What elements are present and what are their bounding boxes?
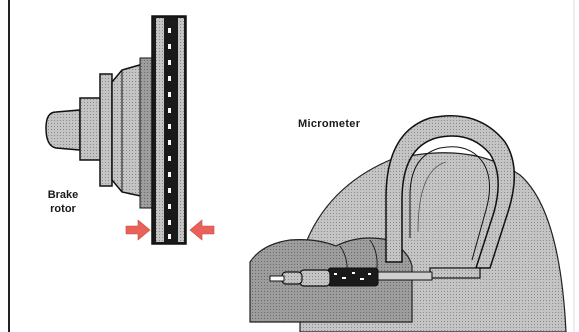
rotor-vents (168, 28, 171, 239)
micrometer-anvil (429, 267, 481, 279)
brake-rotor-label-line1: Brake (47, 189, 79, 201)
micrometer-sleeve (327, 267, 379, 287)
micrometer-scene (249, 115, 567, 332)
micrometer-ratchet (281, 271, 303, 285)
micrometer-spindle (375, 271, 433, 281)
hub-flange (99, 73, 113, 187)
axle-stub (45, 109, 81, 151)
micrometer-frame (385, 115, 516, 269)
hub-step-1 (79, 97, 103, 161)
micrometer-label: Micrometer (298, 118, 361, 130)
brake-rotor-label: Brake rotor (42, 188, 84, 216)
micrometer-thimble (299, 269, 331, 287)
thickness-arrow-left (125, 219, 151, 241)
brake-rotor (45, 15, 187, 245)
brake-rotor-label-line2: rotor (50, 203, 76, 215)
thickness-arrow-right (189, 219, 215, 241)
